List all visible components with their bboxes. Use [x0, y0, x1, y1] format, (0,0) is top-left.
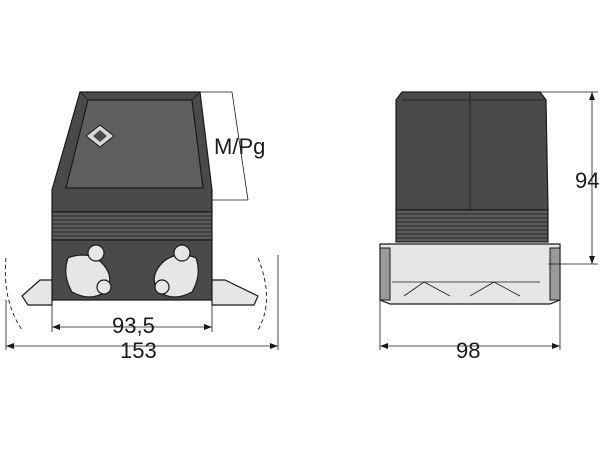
right-mounting-foot: [211, 279, 259, 306]
mpg-dimension-line: [231, 91, 249, 201]
inner-width-label: 93,5: [112, 313, 155, 338]
height-extension-lines: [540, 91, 598, 265]
left-locking-pin: [65, 244, 112, 298]
depth-label: 98: [456, 338, 480, 363]
side-view: 98 94: [379, 91, 599, 363]
manufacturer-logo-icon: [85, 124, 115, 148]
left-mounting-foot: [21, 279, 53, 306]
overall-width-extension-lines: [5, 255, 279, 350]
right-lever-swing-arc: [257, 257, 267, 331]
front-ribbed-band: [51, 211, 213, 241]
side-latch-lever: [392, 281, 540, 297]
side-hood-top: [395, 91, 549, 211]
overall-width-label: 153: [120, 338, 157, 363]
side-base-housing: [379, 243, 561, 305]
hood-panel-edge: [79, 91, 201, 101]
cable-entry-label: M/Pg: [214, 134, 265, 159]
mpg-extension-lines: [200, 91, 248, 201]
hood-front-panel: [65, 99, 204, 189]
right-latch-clip: [549, 247, 561, 301]
left-latch-clip: [379, 247, 391, 301]
right-locking-pin: [153, 244, 199, 298]
depth-extension-lines: [379, 300, 561, 350]
height-label: 94: [575, 168, 599, 193]
side-ribbed-band: [395, 209, 549, 243]
front-view: M/Pg 93,5 153: [4, 91, 279, 363]
left-lever-swing-arc: [4, 257, 23, 331]
